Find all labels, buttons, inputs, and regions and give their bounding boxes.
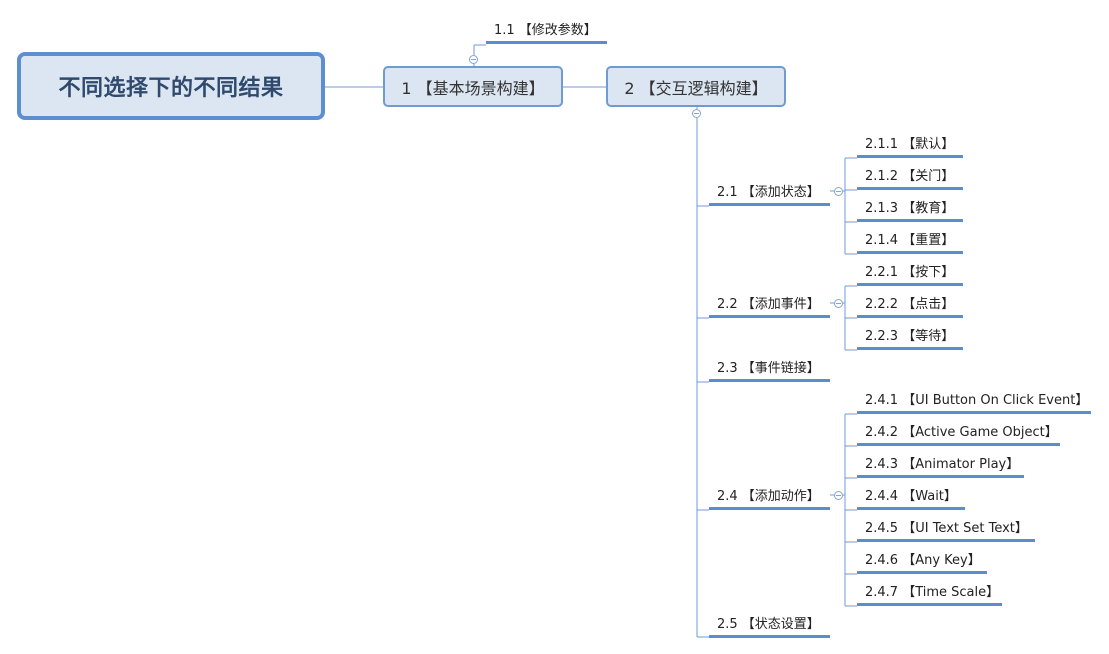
subtopic-2-4-3[interactable]: 2.4.3 【Animator Play】 [857,456,1024,478]
subtopic-2-4-6[interactable]: 2.4.6 【Any Key】 [857,552,987,574]
root-topic[interactable]: 不同选择下的不同结果 [17,52,325,120]
collapse-node1-icon[interactable] [469,55,478,64]
subtopic-2-4-7[interactable]: 2.4.7 【Time Scale】 [857,584,1002,606]
subtopic-2-1-1[interactable]: 2.1.1 【默认】 [857,136,963,158]
subtopic-2-2[interactable]: 2.2 【添加事件】 [709,296,830,318]
collapse-2-4-icon[interactable] [834,491,843,500]
subtopic-2-3[interactable]: 2.3 【事件链接】 [709,360,830,382]
topic-basic-scene[interactable]: 1 【基本场景构建】 [383,66,563,107]
collapse-2-1-icon[interactable] [834,187,843,196]
subtopic-2-1-4[interactable]: 2.1.4 【重置】 [857,232,963,254]
subtopic-2-1-3[interactable]: 2.1.3 【教育】 [857,200,963,222]
subtopic-2-1-2[interactable]: 2.1.2 【关门】 [857,168,963,190]
collapse-2-2-icon[interactable] [834,299,843,308]
subtopic-2-4-5[interactable]: 2.4.5 【UI Text Set Text】 [857,520,1035,542]
subtopic-2-2-1[interactable]: 2.2.1 【按下】 [857,264,963,286]
subtopic-2-4-2[interactable]: 2.4.2 【Active Game Object】 [857,424,1060,446]
collapse-node2-icon[interactable] [692,109,701,118]
subtopic-2-2-3[interactable]: 2.2.3 【等待】 [857,328,963,350]
subtopic-2-4-4[interactable]: 2.4.4 【Wait】 [857,488,965,510]
subtopic-2-4-1[interactable]: 2.4.1 【UI Button On Click Event】 [857,392,1091,414]
subtopic-2-5[interactable]: 2.5 【状态设置】 [709,616,830,638]
subtopic-2-2-2[interactable]: 2.2.2 【点击】 [857,296,963,318]
subtopic-2-1[interactable]: 2.1 【添加状态】 [709,184,830,206]
topic-interaction-logic[interactable]: 2 【交互逻辑构建】 [606,66,786,107]
subtopic-1-1[interactable]: 1.1 【修改参数】 [486,22,607,44]
subtopic-2-4[interactable]: 2.4 【添加动作】 [709,488,830,510]
